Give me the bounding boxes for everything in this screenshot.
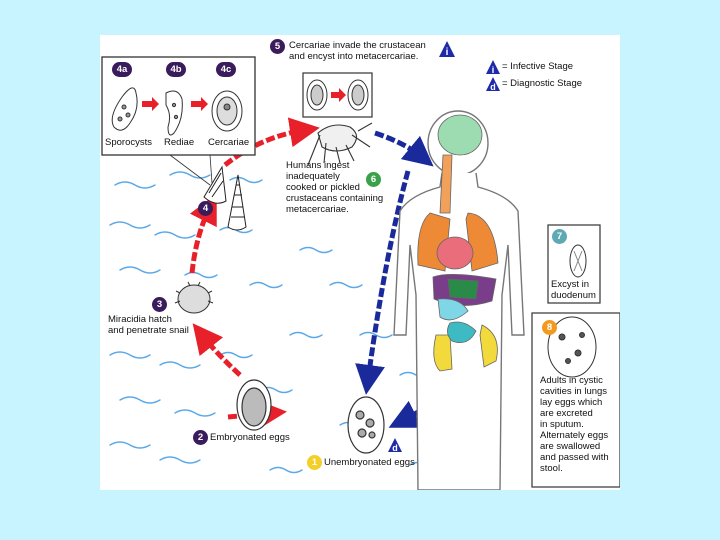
- snail-icons: [203, 165, 247, 231]
- step7-text: Excyst in duodenum: [551, 279, 596, 301]
- label-sporocysts: Sporocysts: [105, 137, 152, 148]
- badge-4a: 4a: [112, 62, 132, 77]
- cercariae-icon: [211, 90, 243, 132]
- badge-2: 2: [193, 430, 208, 445]
- label-rediae: Rediae: [164, 137, 195, 148]
- legend-diagnostic-text: = Diagnostic Stage: [502, 78, 583, 89]
- sporocyst-icon: [111, 87, 138, 131]
- badge-4b: 4b: [166, 62, 186, 77]
- unembryonated-egg-icon: [347, 396, 385, 454]
- diagnostic-stage-marker: d: [388, 438, 402, 453]
- crustacean-icon: [307, 122, 373, 166]
- metacercaria-icons: [306, 79, 369, 111]
- badge-6: 6: [366, 172, 381, 187]
- step6-text: Humans ingest inadequately cooked or pic…: [286, 160, 384, 215]
- miracidium-icon: [174, 281, 214, 314]
- inset-red-arrows: [142, 97, 208, 111]
- embryonated-egg-icon: [236, 379, 272, 431]
- badge-7: 7: [552, 229, 567, 244]
- excysted-fluke-icon: [569, 244, 587, 278]
- rediae-icon: [165, 90, 183, 136]
- infective-stage-marker: i: [439, 41, 455, 58]
- step8-text: Adults in cystic cavities in lungs lay e…: [540, 375, 609, 474]
- step5-text: Cercariae invade the crustacean and ency…: [289, 40, 426, 62]
- badge-4: 4: [198, 201, 213, 216]
- inset-callout-lines: [169, 154, 213, 186]
- step2-text: Embryonated eggs: [210, 432, 290, 443]
- legend-infective-text: = Infective Stage: [502, 61, 574, 72]
- legend-diagnostic-letter: d: [490, 82, 496, 92]
- badge-5: 5: [270, 39, 285, 54]
- badge-8: 8: [542, 320, 557, 335]
- legend-infective-icon: i: [486, 60, 500, 75]
- label-cercariae: Cercariae: [208, 137, 250, 148]
- legend-infective-letter: i: [492, 65, 495, 75]
- badge-1: 1: [307, 455, 322, 470]
- infective-marker-letter: i: [446, 47, 449, 58]
- legend-diagnostic-icon: d: [486, 77, 500, 92]
- step1-text: Unembryonated eggs: [324, 457, 415, 468]
- internal-organs: [417, 114, 499, 372]
- badge-3: 3: [152, 297, 167, 312]
- badge-4c: 4c: [216, 62, 236, 77]
- diagnostic-marker-letter: d: [392, 443, 398, 453]
- adult-fluke-icon: [547, 316, 597, 378]
- diagram-artwork: [101, 56, 620, 490]
- lifecycle-diagram: 4a 4b 4c 5 6 4 7 3 8 2 1 i i d d Sporocy…: [100, 35, 620, 490]
- step3-text: Miracidia hatch and penetrate snail: [108, 314, 189, 336]
